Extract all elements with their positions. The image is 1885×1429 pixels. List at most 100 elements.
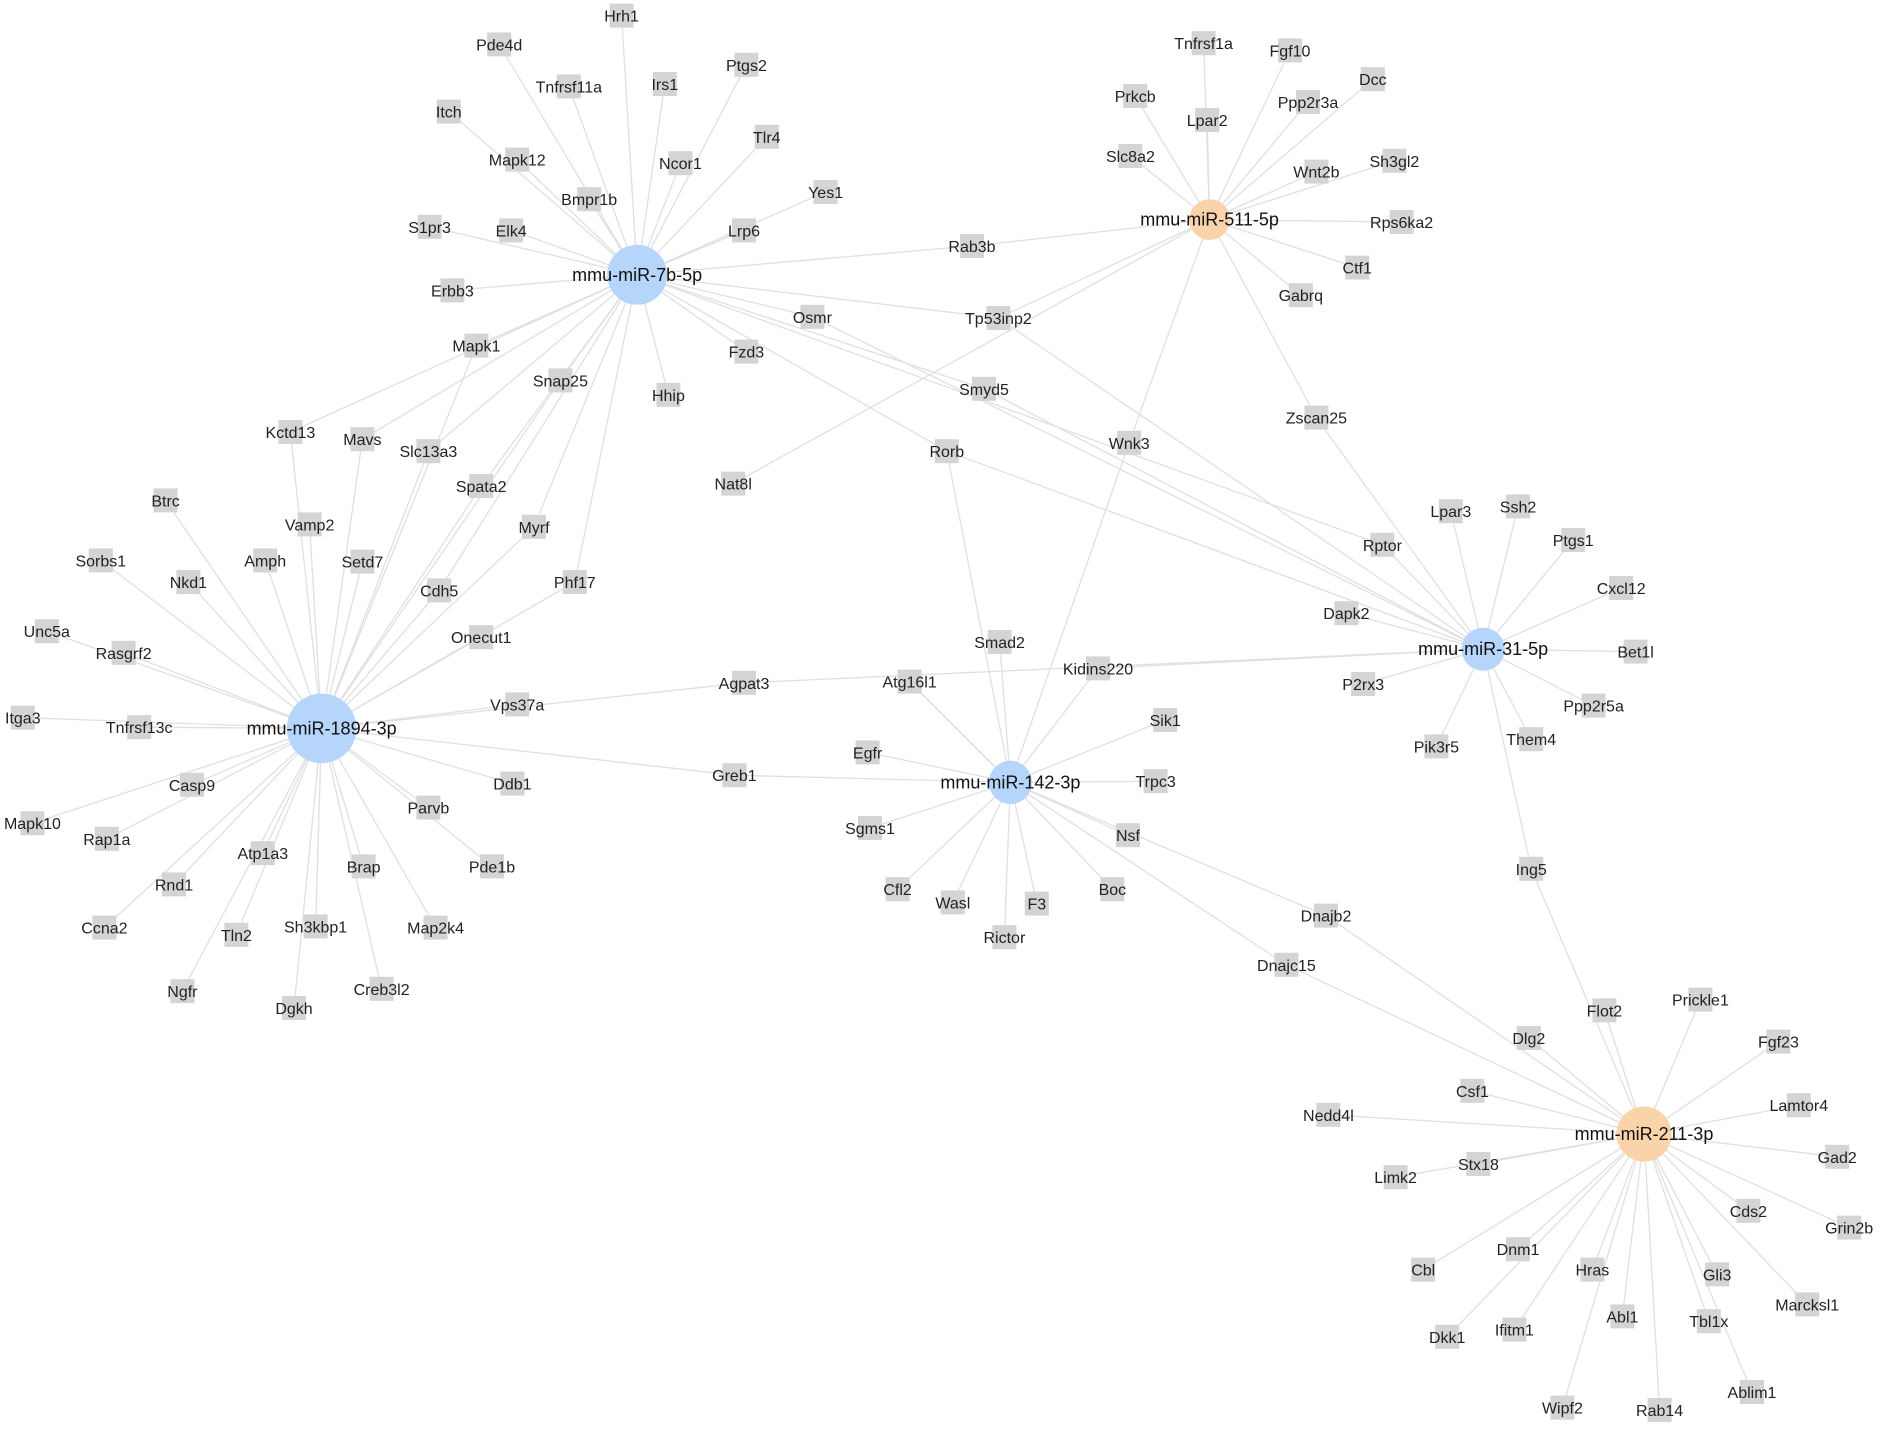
gene-node-wnk3[interactable]: Wnk3 (1109, 430, 1150, 455)
gene-node-stx18[interactable]: Stx18 (1458, 1152, 1499, 1176)
gene-node-rasgrf2[interactable]: Rasgrf2 (96, 640, 152, 665)
gene-node-them4[interactable]: Them4 (1506, 727, 1556, 752)
gene-node-lpar3[interactable]: Lpar3 (1430, 499, 1471, 524)
gene-node-wasl[interactable]: Wasl (935, 890, 970, 915)
gene-node-elk4[interactable]: Elk4 (496, 218, 527, 243)
gene-node-kidins220[interactable]: Kidins220 (1063, 656, 1133, 681)
gene-node-bmpr1b[interactable]: Bmpr1b (561, 187, 617, 212)
gene-node-onecut1[interactable]: Onecut1 (451, 625, 512, 650)
gene-node-cbl[interactable]: Cbl (1411, 1257, 1435, 1282)
gene-node-agpat3[interactable]: Agpat3 (719, 670, 770, 695)
gene-node-greb1[interactable]: Greb1 (712, 763, 757, 788)
gene-node-abl1[interactable]: Abl1 (1606, 1304, 1639, 1329)
gene-node-itch[interactable]: Itch (436, 99, 462, 124)
gene-node-gli3[interactable]: Gli3 (1703, 1262, 1732, 1287)
gene-node-map2k4[interactable]: Map2k4 (407, 915, 464, 940)
mirna-node-mmu-mir-7b-5p[interactable]: mmu-miR-7b-5p (572, 244, 702, 305)
gene-node-parvb[interactable]: Parvb (408, 795, 450, 820)
gene-node-ngfr[interactable]: Ngfr (167, 979, 198, 1004)
gene-node-ncor1[interactable]: Ncor1 (659, 151, 702, 176)
gene-node-rab3b[interactable]: Rab3b (948, 234, 996, 258)
gene-node-lrp6[interactable]: Lrp6 (728, 218, 760, 243)
gene-node-cdh5[interactable]: Cdh5 (420, 578, 458, 603)
gene-node-hras[interactable]: Hras (1576, 1257, 1610, 1282)
gene-node-ppp2r5a[interactable]: Ppp2r5a (1563, 693, 1624, 718)
gene-node-btrc[interactable]: Btrc (151, 488, 180, 513)
gene-node-cfl2[interactable]: Cfl2 (883, 877, 912, 902)
gene-node-sgms1[interactable]: Sgms1 (845, 816, 895, 840)
gene-node-bet1l[interactable]: Bet1l (1617, 639, 1654, 664)
gene-node-unc5a[interactable]: Unc5a (24, 619, 70, 644)
gene-node-csf1[interactable]: Csf1 (1456, 1078, 1489, 1103)
gene-node-fgf10[interactable]: Fgf10 (1270, 38, 1311, 63)
gene-node-dnm1[interactable]: Dnm1 (1497, 1237, 1540, 1262)
gene-node-sik1[interactable]: Sik1 (1150, 708, 1181, 732)
gene-node-p2rx3[interactable]: P2rx3 (1342, 672, 1384, 696)
mirna-node-mmu-mir-1894-3p[interactable]: mmu-miR-1894-3p (247, 693, 397, 764)
gene-node-limk2[interactable]: Limk2 (1374, 1165, 1417, 1190)
gene-node-flot2[interactable]: Flot2 (1587, 998, 1623, 1023)
gene-node-gad2[interactable]: Gad2 (1818, 1144, 1857, 1169)
gene-node-dnajc15[interactable]: Dnajc15 (1257, 952, 1316, 977)
gene-node-nkd1[interactable]: Nkd1 (170, 570, 207, 594)
mirna-node-mmu-mir-31-5p[interactable]: mmu-miR-31-5p (1418, 627, 1548, 671)
gene-node-osmr[interactable]: Osmr (793, 304, 833, 329)
gene-node-s1pr3[interactable]: S1pr3 (408, 214, 451, 239)
gene-node-marcksl1[interactable]: Marcksl1 (1775, 1292, 1839, 1317)
gene-node-ptgs2[interactable]: Ptgs2 (726, 52, 767, 77)
gene-node-casp9[interactable]: Casp9 (169, 772, 215, 797)
gene-node-dcc[interactable]: Dcc (1359, 67, 1387, 92)
gene-node-lamtor4[interactable]: Lamtor4 (1769, 1093, 1828, 1118)
gene-node-f3[interactable]: F3 (1024, 891, 1049, 916)
gene-node-cxcl12[interactable]: Cxcl12 (1597, 576, 1646, 600)
gene-node-myrf[interactable]: Myrf (518, 514, 550, 539)
gene-node-nsf[interactable]: Nsf (1116, 823, 1141, 848)
gene-node-setd7[interactable]: Setd7 (341, 549, 383, 574)
gene-node-gabrq[interactable]: Gabrq (1279, 283, 1323, 308)
gene-node-kctd13[interactable]: Kctd13 (265, 420, 315, 444)
gene-node-boc[interactable]: Boc (1099, 877, 1127, 902)
gene-node-egfr[interactable]: Egfr (853, 740, 883, 765)
gene-node-snap25[interactable]: Snap25 (533, 368, 588, 393)
gene-node-nat8l[interactable]: Nat8l (715, 471, 752, 496)
gene-node-slc8a2[interactable]: Slc8a2 (1106, 144, 1155, 168)
gene-node-smad2[interactable]: Smad2 (974, 630, 1025, 654)
gene-node-sh3gl2[interactable]: Sh3gl2 (1369, 148, 1419, 173)
gene-node-wnt2b[interactable]: Wnt2b (1293, 159, 1340, 184)
gene-node-spata2[interactable]: Spata2 (456, 474, 507, 498)
gene-node-cds2[interactable]: Cds2 (1730, 1198, 1767, 1223)
gene-node-lpar2[interactable]: Lpar2 (1187, 108, 1228, 132)
gene-node-pik3r5[interactable]: Pik3r5 (1414, 734, 1459, 759)
gene-node-mapk1[interactable]: Mapk1 (452, 333, 501, 358)
gene-node-tnfrsf13c[interactable]: Tnfrsf13c (106, 715, 173, 740)
gene-node-creb3l2[interactable]: Creb3l2 (354, 976, 410, 1001)
gene-node-zscan25[interactable]: Zscan25 (1286, 405, 1347, 430)
gene-node-rictor[interactable]: Rictor (984, 925, 1026, 950)
gene-node-ssh2[interactable]: Ssh2 (1500, 494, 1537, 519)
gene-node-atg16l1[interactable]: Atg16l1 (882, 669, 937, 694)
gene-node-smyd5[interactable]: Smyd5 (959, 376, 1009, 401)
gene-node-prickle1[interactable]: Prickle1 (1672, 987, 1729, 1012)
gene-node-brap[interactable]: Brap (347, 854, 381, 879)
gene-node-yes1[interactable]: Yes1 (808, 180, 843, 204)
gene-node-ablim1[interactable]: Ablim1 (1728, 1380, 1777, 1404)
gene-node-ing5[interactable]: Ing5 (1516, 856, 1547, 881)
gene-node-fzd3[interactable]: Fzd3 (729, 339, 765, 364)
gene-node-phf17[interactable]: Phf17 (554, 570, 596, 594)
gene-node-vps37a[interactable]: Vps37a (490, 692, 544, 717)
gene-node-amph[interactable]: Amph (244, 548, 286, 573)
gene-node-ctf1[interactable]: Ctf1 (1343, 255, 1372, 280)
gene-node-rps6ka2[interactable]: Rps6ka2 (1370, 210, 1433, 234)
gene-node-slc13a3[interactable]: Slc13a3 (399, 439, 457, 464)
gene-node-ddb1[interactable]: Ddb1 (493, 771, 532, 796)
gene-node-rptor[interactable]: Rptor (1363, 532, 1403, 557)
gene-node-dapk2[interactable]: Dapk2 (1323, 601, 1370, 626)
gene-node-vamp2[interactable]: Vamp2 (285, 512, 335, 537)
gene-node-nedd4l[interactable]: Nedd4l (1303, 1102, 1354, 1127)
gene-node-tbl1x[interactable]: Tbl1x (1689, 1309, 1728, 1334)
mirna-node-mmu-mir-511-5p[interactable]: mmu-miR-511-5p (1140, 199, 1279, 241)
gene-node-hrh1[interactable]: Hrh1 (604, 3, 639, 28)
gene-node-dgkh[interactable]: Dgkh (275, 996, 313, 1020)
gene-node-itga3[interactable]: Itga3 (5, 705, 41, 730)
gene-node-fgf23[interactable]: Fgf23 (1758, 1029, 1799, 1054)
